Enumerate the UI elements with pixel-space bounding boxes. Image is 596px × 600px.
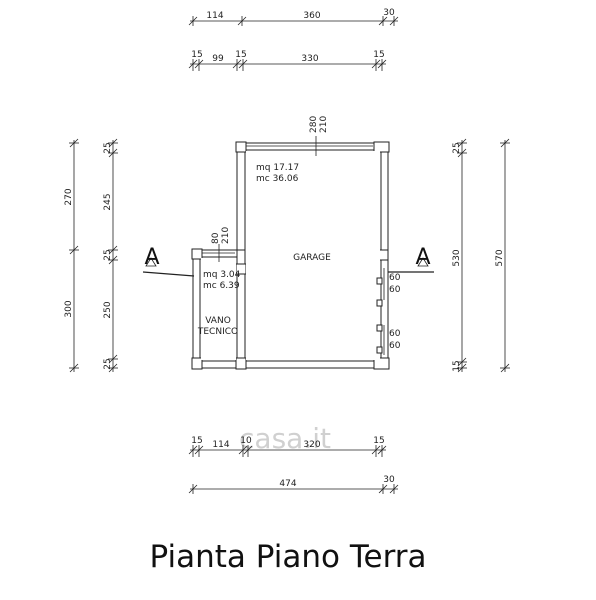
dim-right-outer-a: 570 [495, 249, 505, 266]
vano-area: mq 3.04 [203, 270, 241, 280]
dim-window-c: 60 [389, 329, 401, 339]
dim-right-inner-b: 530 [452, 249, 462, 266]
dim-top2-e: 15 [373, 50, 384, 60]
vano-label-1: VANO [205, 316, 231, 326]
dim-window-b: 60 [389, 285, 401, 295]
dim-left-inner-d: 250 [103, 301, 113, 318]
dim-bottom1-d: 320 [303, 440, 320, 450]
dim-bottom2-a: 474 [279, 479, 296, 489]
dim-top2-b: 99 [212, 54, 224, 64]
dim-top2-a: 15 [191, 50, 202, 60]
left-dimension-chain-inner: 25 245 25 250 25 [103, 138, 118, 373]
dim-door-vano-b: 210 [221, 227, 231, 244]
room-vano-tecnico: mq 3.04 mc 6.39 VANO TECNICO [197, 270, 241, 337]
dim-left-inner-a: 25 [103, 142, 113, 153]
watermark: casa.it [239, 422, 331, 455]
right-dimension-chain-outer: 570 [495, 138, 510, 373]
dim-door-garage-a: 280 [309, 116, 319, 133]
dim-top1-b: 360 [303, 11, 320, 21]
dim-bottom1-c: 10 [240, 436, 252, 446]
garage-area: mq 17.17 [256, 163, 299, 173]
dim-bottom1-a: 15 [191, 436, 202, 446]
dim-left-outer-b: 300 [64, 300, 74, 317]
section-marker-right: A [388, 245, 434, 273]
section-marker-left: A [142, 245, 195, 277]
dim-left-inner-e: 25 [103, 358, 113, 369]
vano-label-2: TECNICO [197, 327, 238, 337]
vano-volume: mc 6.39 [203, 281, 240, 291]
bottom-dimension-chain-1: 15 114 10 320 15 [188, 436, 387, 457]
bottom-dimension-chain-2: 474 30 [188, 475, 399, 494]
plan-title: Pianta Piano Terra [149, 539, 426, 575]
dim-right-inner-c: 15 [452, 360, 462, 371]
dim-left-outer-a: 270 [64, 188, 74, 205]
dim-left-inner-c: 25 [103, 249, 113, 260]
door-dimension-garage: 280 210 [309, 116, 329, 156]
dim-top2-c: 15 [235, 50, 246, 60]
door-dimension-vano: 80 210 [211, 227, 231, 262]
dim-top1-a: 114 [206, 11, 223, 21]
dim-right-inner-a: 25 [452, 142, 462, 153]
dim-bottom2-b: 30 [383, 475, 395, 485]
right-dimension-chain-inner: 25 530 15 [452, 138, 467, 373]
dim-window-a: 60 [389, 273, 401, 283]
room-garage: mq 17.17 mc 36.06 GARAGE [256, 163, 331, 263]
dim-top2-d: 330 [301, 54, 318, 64]
window-dimensions: 60 60 60 60 [389, 273, 401, 351]
dim-door-vano-a: 80 [211, 232, 221, 244]
dim-bottom1-e: 15 [373, 436, 384, 446]
garage-volume: mc 36.06 [256, 174, 299, 184]
left-dimension-chain-outer: 270 300 [64, 138, 79, 373]
dim-bottom1-b: 114 [212, 440, 229, 450]
section-label-right: A [415, 245, 430, 270]
garage-label: GARAGE [293, 253, 331, 263]
top-dimension-chain-1: 114 360 30 [188, 8, 399, 26]
dim-left-inner-b: 245 [103, 193, 113, 210]
dim-window-d: 60 [389, 341, 401, 351]
top-dimension-chain-2: 15 99 15 330 15 [188, 50, 387, 71]
dim-door-garage-b: 210 [319, 116, 329, 133]
walls [191, 141, 390, 370]
dim-top1-c: 30 [383, 8, 395, 18]
section-label-left: A [144, 245, 159, 270]
